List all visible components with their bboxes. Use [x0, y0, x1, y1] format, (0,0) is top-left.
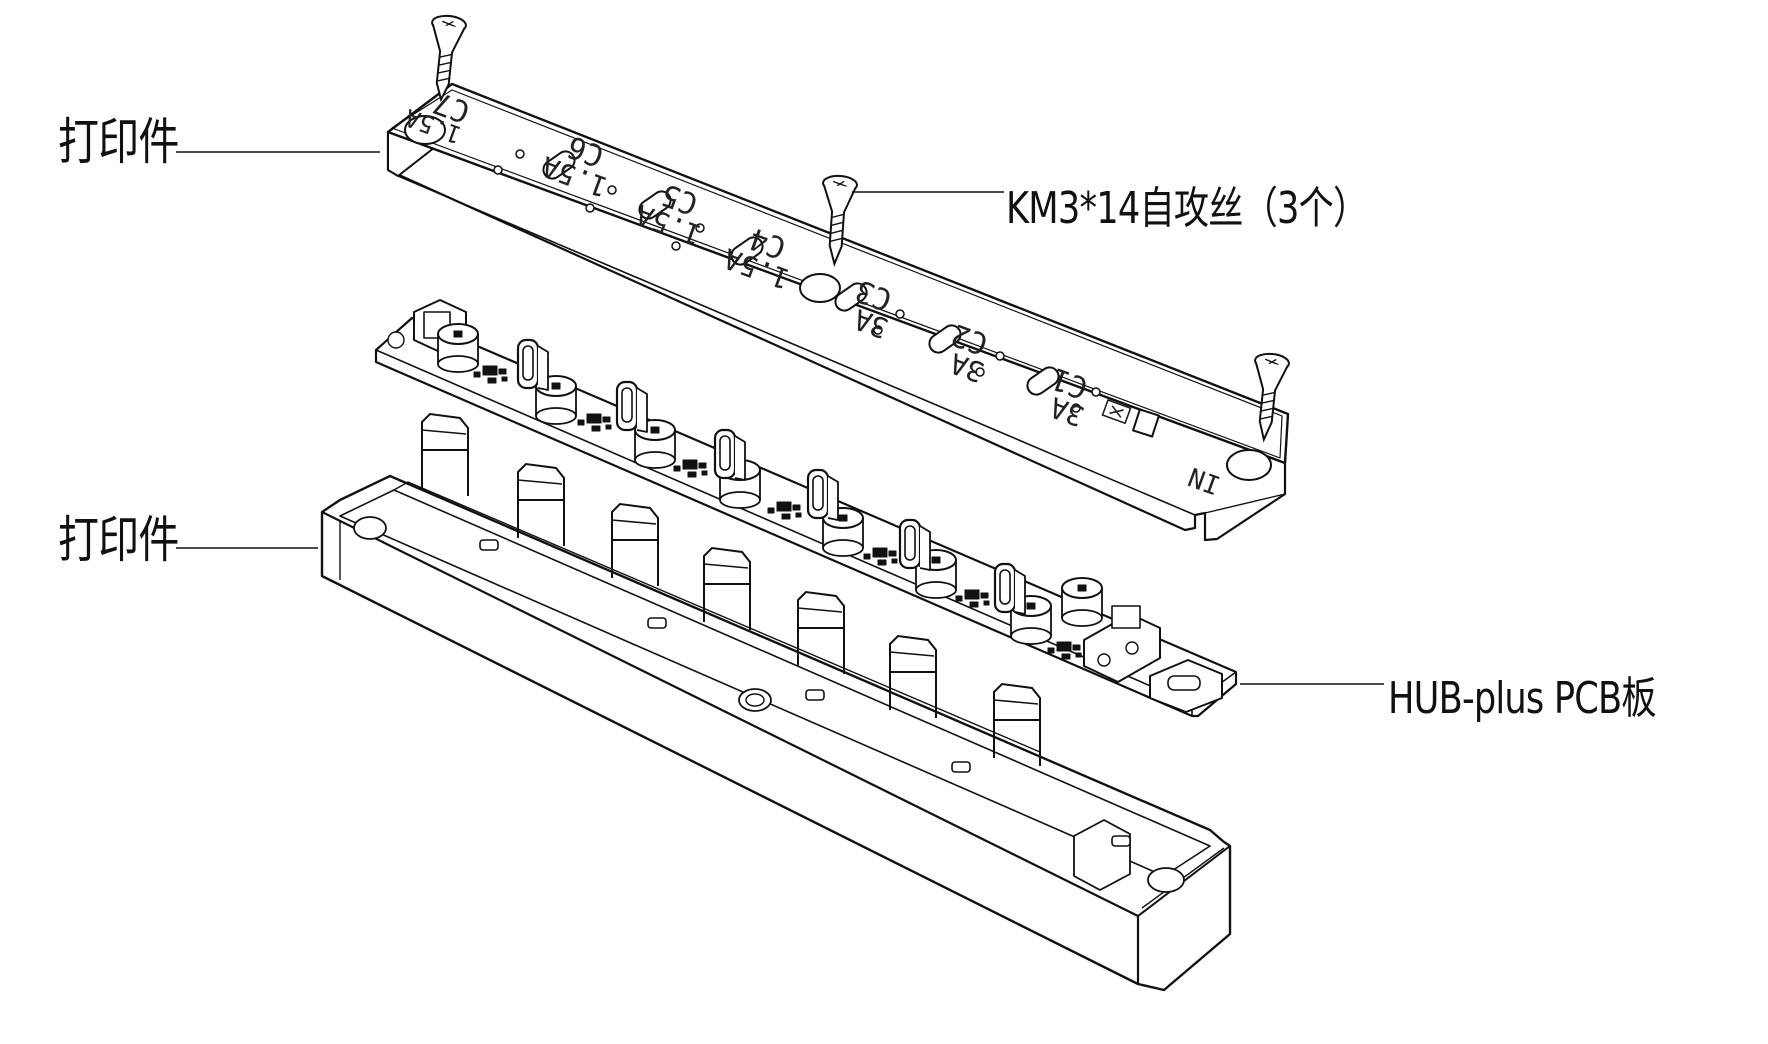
callout-top-printed-part: 打印件 — [58, 113, 179, 171]
screw — [431, 14, 467, 103]
leader-lines — [176, 151, 1384, 685]
bottom-printed-base — [320, 474, 1232, 992]
hub-plus-pcb — [374, 299, 1238, 718]
callout-pcb: HUB-plus PCB板 — [1388, 673, 1657, 724]
screw — [1254, 352, 1290, 443]
callout-bottom-printed-part: 打印件 — [58, 511, 179, 569]
logo-mark — [1101, 398, 1132, 425]
screw — [822, 174, 858, 267]
callout-screw: KM3*14自攻丝（3个） — [1006, 183, 1368, 234]
top-printed-lid — [386, 82, 1290, 542]
